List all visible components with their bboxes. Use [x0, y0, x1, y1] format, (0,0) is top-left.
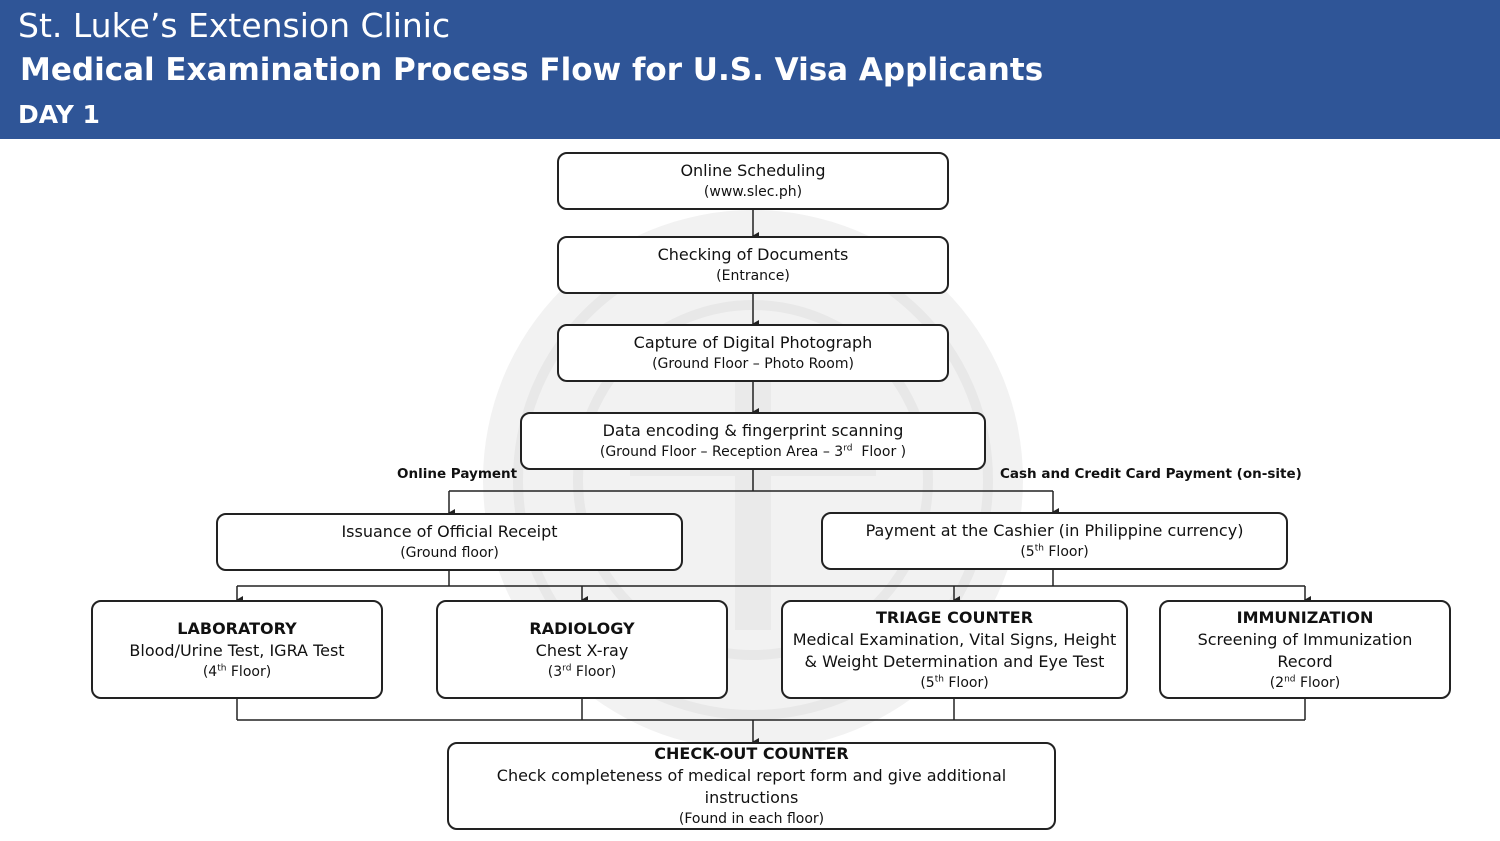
step-immunization: IMMUNIZATION Screening of Immunization R… — [1159, 600, 1451, 699]
step-description: Chest X-ray — [535, 640, 629, 660]
step-subtitle: (5th Floor) — [1020, 543, 1089, 560]
header-banner: St. Luke’s Extension Clinic Medical Exam… — [0, 0, 1500, 139]
step-subtitle: (Entrance) — [716, 268, 790, 284]
step-title: CHECK-OUT COUNTER — [654, 744, 849, 763]
step-title: LABORATORY — [177, 618, 297, 638]
step-laboratory: LABORATORY Blood/Urine Test, IGRA Test (… — [91, 600, 383, 699]
step-official-receipt: Issuance of Official Receipt (Ground flo… — [216, 513, 683, 571]
step-title: RADIOLOGY — [529, 618, 635, 638]
step-triage-counter: TRIAGE COUNTER Medical Examination, Vita… — [781, 600, 1128, 699]
step-radiology: RADIOLOGY Chest X-ray (3rd Floor) — [436, 600, 728, 699]
step-online-scheduling: Online Scheduling (www.slec.ph) — [557, 152, 949, 210]
step-title: Data encoding & fingerprint scanning — [602, 421, 904, 440]
step-subtitle: (Found in each floor) — [678, 811, 825, 827]
step-checking-documents: Checking of Documents (Entrance) — [557, 236, 949, 294]
step-checkout-counter: CHECK-OUT COUNTER Check completeness of … — [447, 742, 1056, 830]
step-title: Checking of Documents — [657, 245, 849, 264]
step-subtitle: (3rd Floor) — [547, 662, 617, 680]
page-title: Medical Examination Process Flow for U.S… — [20, 52, 1044, 88]
step-title: Capture of Digital Photograph — [633, 333, 873, 352]
branch-online-payment: Online Payment — [397, 466, 518, 482]
step-title: Online Scheduling — [680, 161, 826, 180]
step-description: Record — [1277, 651, 1333, 671]
step-cashier-payment: Payment at the Cashier (in Philippine cu… — [821, 512, 1288, 570]
step-subtitle: (5th Floor) — [920, 673, 989, 691]
step-title: TRIAGE COUNTER — [875, 607, 1034, 627]
step-description: & Weight Determination and Eye Test — [804, 651, 1105, 671]
day-label: DAY 1 — [18, 100, 100, 129]
step-data-encoding: Data encoding & fingerprint scanning (Gr… — [520, 412, 986, 470]
step-description: Check completeness of medical report for… — [496, 766, 1007, 807]
step-description: Screening of Immunization — [1197, 629, 1413, 649]
step-title: IMMUNIZATION — [1236, 607, 1374, 627]
step-subtitle: (Ground floor) — [400, 545, 499, 561]
step-subtitle: (2nd Floor) — [1269, 673, 1341, 691]
step-subtitle: (4th Floor) — [202, 662, 272, 680]
step-description: Medical Examination, Vital Signs, Height — [792, 629, 1117, 649]
branch-cash-payment: Cash and Credit Card Payment (on-site) — [1000, 466, 1302, 482]
step-subtitle: (www.slec.ph) — [703, 184, 803, 200]
step-title: Issuance of Official Receipt — [341, 522, 558, 541]
step-photo-capture: Capture of Digital Photograph (Ground Fl… — [557, 324, 949, 382]
step-subtitle: (Ground Floor – Reception Area – 3rd Flo… — [599, 443, 907, 460]
step-description: Blood/Urine Test, IGRA Test — [129, 640, 345, 660]
step-title: Payment at the Cashier (in Philippine cu… — [865, 521, 1244, 540]
clinic-name: St. Luke’s Extension Clinic — [18, 6, 451, 45]
step-subtitle: (Ground Floor – Photo Room) — [652, 356, 854, 372]
